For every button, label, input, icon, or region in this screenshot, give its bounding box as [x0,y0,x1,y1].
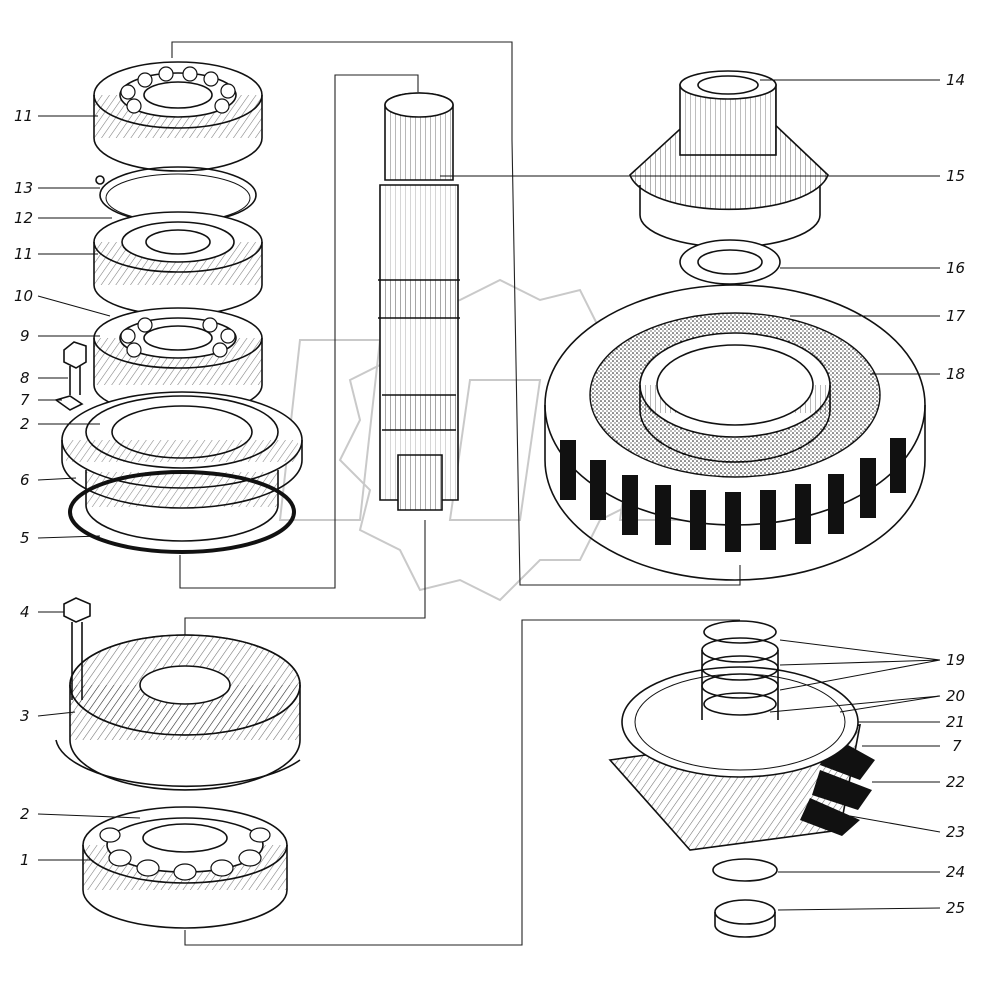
splined-shaft [378,92,460,511]
callout-11a: 11 [14,107,33,125]
callout-23: 23 [946,823,965,841]
callout-2b: 2 [20,805,30,823]
callout-16: 16 [946,259,965,277]
callout-20: 20 [946,687,965,705]
callout-8: 8 [20,369,30,387]
left-lower-cover-bearing [55,597,301,929]
callout-3: 3 [20,707,30,725]
large-spur-gear [544,284,926,581]
callout-14: 14 [946,71,965,89]
callout-labels: 11 13 12 11 10 9 8 7 2 6 5 4 3 2 1 14 15… [14,71,966,917]
callout-11b: 11 [14,245,33,263]
callout-18: 18 [946,365,965,383]
callout-19: 19 [946,651,965,669]
callout-7b: 7 [952,737,962,755]
callout-12: 12 [14,209,33,227]
callout-17: 17 [946,307,966,325]
callout-5: 5 [20,529,30,547]
callout-22: 22 [946,773,965,791]
callout-25: 25 [946,899,965,917]
callout-24: 24 [946,863,965,881]
callout-4: 4 [20,603,30,621]
connector-lines [171,41,741,946]
callout-10: 10 [14,287,33,305]
bevel-pinion-assembly [608,620,875,938]
leader-lines [37,79,941,911]
callout-2a: 2 [20,415,30,433]
left-upper-bearing-stack [54,61,303,554]
callout-1: 1 [20,851,30,869]
callout-7a: 7 [20,391,30,409]
callout-21: 21 [946,713,965,731]
callout-13: 13 [14,179,33,197]
callout-6: 6 [20,471,30,489]
callout-15: 15 [946,167,965,185]
callout-9: 9 [20,327,30,345]
